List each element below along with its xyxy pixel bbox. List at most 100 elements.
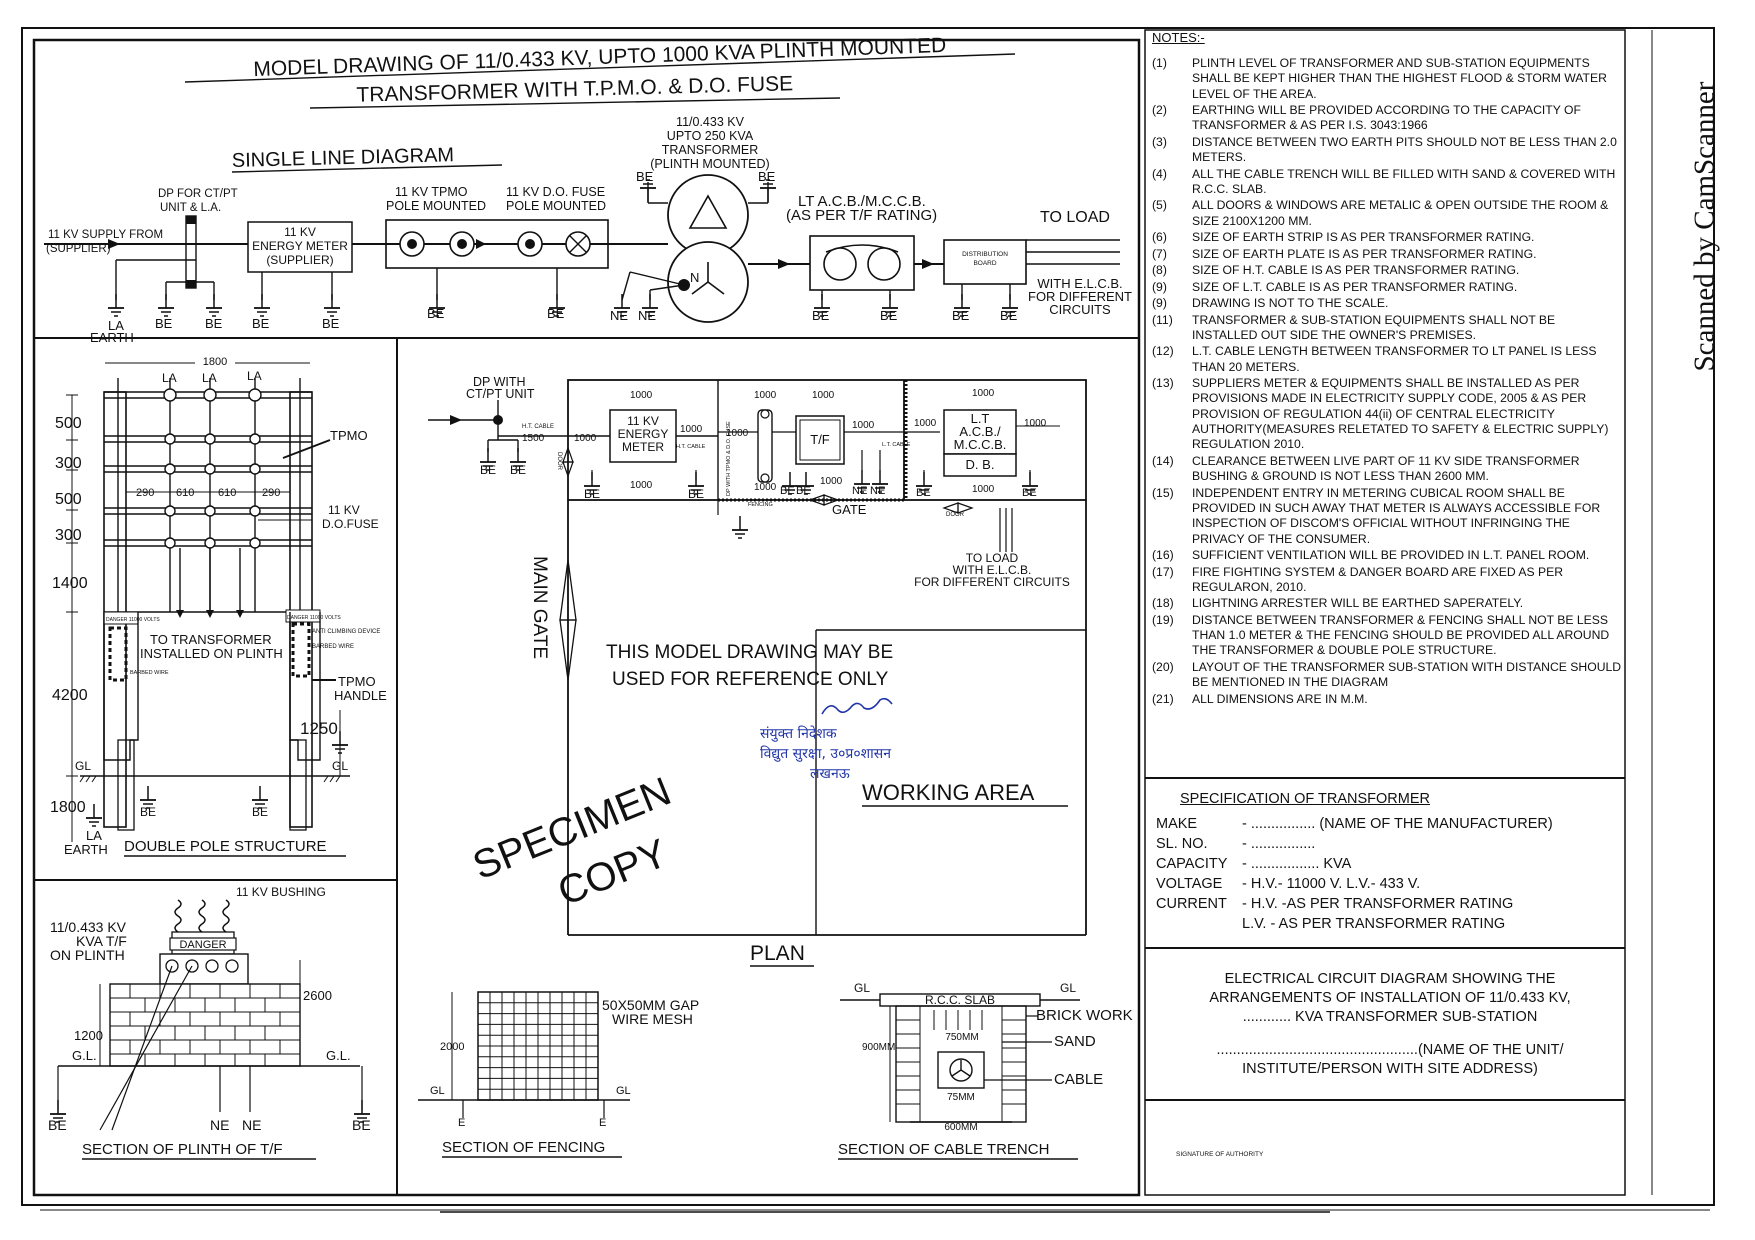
sld-lt-1: LT A.C.B./M.C.C.B. [798, 193, 926, 210]
note-item: (19) DISTANCE BETWEEN TRANSFORMER & FENCI… [1152, 613, 1622, 659]
note-item: (16)SUFFICIENT VENTILATION WILL BE PROVI… [1152, 548, 1622, 563]
note-text: DRAWING IS NOT TO THE SCALE. [1192, 296, 1389, 311]
note-item: (4)ALL THE CABLE TRENCH WILL BE FILLED W… [1152, 167, 1622, 198]
sld-heading: SINGLE LINE DIAGRAM [232, 144, 455, 172]
plinth-dim-1200: 1200 [74, 1028, 103, 1043]
plan-acb-mccb [943, 409, 1017, 455]
note-number: (18) [1152, 596, 1174, 611]
sld-be-6: BE [547, 306, 565, 321]
plinth-ne-1: NE [210, 1117, 229, 1133]
spec-value: - ................. KVA [1242, 856, 1352, 872]
plan-dim-n: 1000 [972, 484, 995, 495]
dps-danger-left: DANGER 11000 VOLTS [106, 617, 160, 623]
note-number: (17) [1152, 564, 1174, 579]
dps-anti-climb: ANTI CLIMBING DEVICE [312, 629, 380, 635]
dps-dim-500a: 500 [55, 415, 82, 432]
spec-row: MAKE- ................ (NAME OF THE MANU… [1156, 816, 1557, 836]
plan-be-3: BE [780, 485, 795, 497]
plan-dp-2: CT/PT UNIT [466, 387, 535, 401]
dps-dim-300a: 300 [55, 455, 82, 472]
sld-energy-meter [247, 221, 353, 273]
sld-elcb-1: WITH E.L.C.B. [1037, 276, 1122, 291]
plan-dim-b: 1000 [630, 480, 653, 491]
dp-label-1: DP FOR CT/PT [158, 188, 238, 200]
notes-heading: NOTES:- [1152, 30, 1205, 45]
plan-ht-cable: H.T. CABLE [522, 424, 554, 430]
plinth-gl-right: G.L. [326, 1048, 351, 1063]
note-text: PLINTH LEVEL OF TRANSFORMER AND SUB-STAT… [1192, 56, 1607, 101]
plinth-be-right: BE [352, 1117, 371, 1133]
sld-earth-label: EARTH [90, 330, 134, 345]
note-text: SIZE OF L.T. CABLE IS AS PER TRANSFORMER… [1192, 279, 1518, 294]
fencing-section: 50X50MM GAP WIRE MESH 2000 GL GL E E SEC… [418, 991, 699, 1158]
note-text: LAYOUT OF THE TRANSFORMER SUB-STATION WI… [1192, 659, 1622, 690]
note-text: SIZE OF EARTH PLATE IS AS PER TRANSFORME… [1192, 246, 1537, 261]
note-item: (6)SIZE OF EARTH STRIP IS AS PER TRANSFO… [1152, 230, 1622, 245]
plan-meter-1: 11 KV [627, 414, 659, 428]
plinth-caption: SECTION OF PLINTH OF T/F [82, 1141, 283, 1158]
note-item: (8)SIZE OF H.T. CABLE IS AS PER TRANSFOR… [1152, 263, 1622, 278]
plan-acb-3: M.C.C.B. [954, 437, 1007, 452]
scanner-watermark: Scanned by CamScanner [1688, 81, 1721, 372]
plinth-section: 11/0.433 KV KVA T/F ON PLINTH DANGER 11 … [48, 885, 371, 1160]
note-text: FIRE FIGHTING SYSTEM & DANGER BOARD ARE … [1192, 564, 1564, 594]
note-number: (8) [1152, 263, 1167, 278]
dps-space-1: 290 [136, 487, 154, 499]
plan-be-dp2: BE [510, 463, 526, 477]
plan-dim-f: 1000 [726, 428, 749, 439]
note-text: TRANSFORMER & SUB-STATION EQUIPMENTS SHA… [1192, 312, 1556, 342]
spec-row: L.V. - AS PER TRANSFORMER RATING [1156, 916, 1557, 936]
dps-handle-dim: 1250 [300, 719, 338, 738]
note-number: (19) [1152, 612, 1174, 627]
sld-tf-2: UPTO 250 KVA [667, 129, 754, 143]
signature-mark [821, 697, 893, 715]
note-number: (20) [1152, 659, 1174, 674]
note-number: (9) [1152, 279, 1167, 294]
plan-ref-1: THIS MODEL DRAWING MAY BE [606, 642, 893, 663]
note-text: EARTHING WILL BE PROVIDED ACCORDING TO T… [1192, 103, 1581, 133]
plan-meter-2: ENERGY [618, 427, 669, 441]
dps-barbed-right: BARBED WIRE [312, 644, 354, 650]
fencing-caption: SECTION OF FENCING [442, 1139, 605, 1156]
sld-elcb-2: FOR DIFFERENT [1028, 289, 1132, 304]
plan-dim-a: 1000 [630, 390, 653, 401]
note-item: (13)SUPPLIERS METER & EQUIPMENTS SHALL B… [1152, 376, 1622, 452]
trench-gl-right: GL [1060, 981, 1076, 995]
plinth-tf-1: 11/0.433 KV [50, 919, 127, 935]
single-line-diagram: SINGLE LINE DIAGRAM 11 KV SUPPLY FROM (S… [44, 115, 1132, 345]
dps-to-tf-1: TO TRANSFORMER [150, 632, 272, 647]
dps-gl-right: GL [332, 759, 348, 773]
sld-elcb-3: CIRCUITS [1049, 302, 1111, 317]
sld-be-1: BE [155, 316, 173, 331]
plinth-dim-2600: 2600 [303, 988, 332, 1003]
dps-danger-right: DANGER 11000 VOLTS [287, 615, 341, 621]
note-item: (5)ALL DOORS & WINDOWS ARE METALIC & OPE… [1152, 198, 1622, 229]
note-text: ALL DIMENSIONS ARE IN M.M. [1192, 691, 1368, 706]
trench-dim-600: 600MM [944, 1122, 977, 1133]
circuit-title-block: ELECTRICAL CIRCUIT DIAGRAM SHOWING THE A… [1160, 970, 1620, 1079]
note-number: (13) [1152, 376, 1174, 391]
plan-to-load-1: TO LOAD [966, 551, 1019, 565]
plan-dp-tpmo: DP WITH TPMO & D.O. FUSE [726, 421, 732, 496]
sld-be-9: BE [952, 308, 970, 323]
outer-border [21, 27, 1715, 1206]
dps-barbed-left: BARBED WIRE [130, 670, 169, 676]
spec-label: SL. NO. [1156, 836, 1208, 852]
dps-dim-1800: 1800 [50, 799, 86, 816]
note-text: CLEARANCE BETWEEN LIVE PART OF 11 KV SID… [1192, 453, 1580, 484]
fencing-e-right: E [599, 1117, 606, 1129]
circuit-line-3: ............ KVA TRANSFORMER SUB-STATION [1242, 1009, 1538, 1025]
stamp-hindi-3: लखनऊ [810, 766, 851, 782]
sld-be-tf-1: BE [636, 169, 654, 184]
note-text: DISTANCE BETWEEN TRANSFORMER & FENCING S… [1192, 612, 1610, 658]
plan-to-load-3: FOR DIFFERENT CIRCUITS [914, 575, 1070, 589]
circuit-line-5: INSTITUTE/PERSON WITH SITE ADDRESS) [1242, 1061, 1538, 1077]
plan-view: DP WITH CT/PT UNIT BE BE H.T. CABLE 1500… [428, 375, 1087, 967]
sld-db-1: DISTRIBUTION [962, 251, 1008, 258]
trench-rcc: R.C.C. SLAB [925, 993, 995, 1007]
note-text: SUFFICIENT VENTILATION WILL BE PROVIDED … [1192, 548, 1590, 563]
supply-label-1: 11 KV SUPPLY FROM [48, 229, 163, 241]
sld-la-label: LA [108, 318, 124, 333]
dps-la-2: LA [202, 371, 217, 385]
